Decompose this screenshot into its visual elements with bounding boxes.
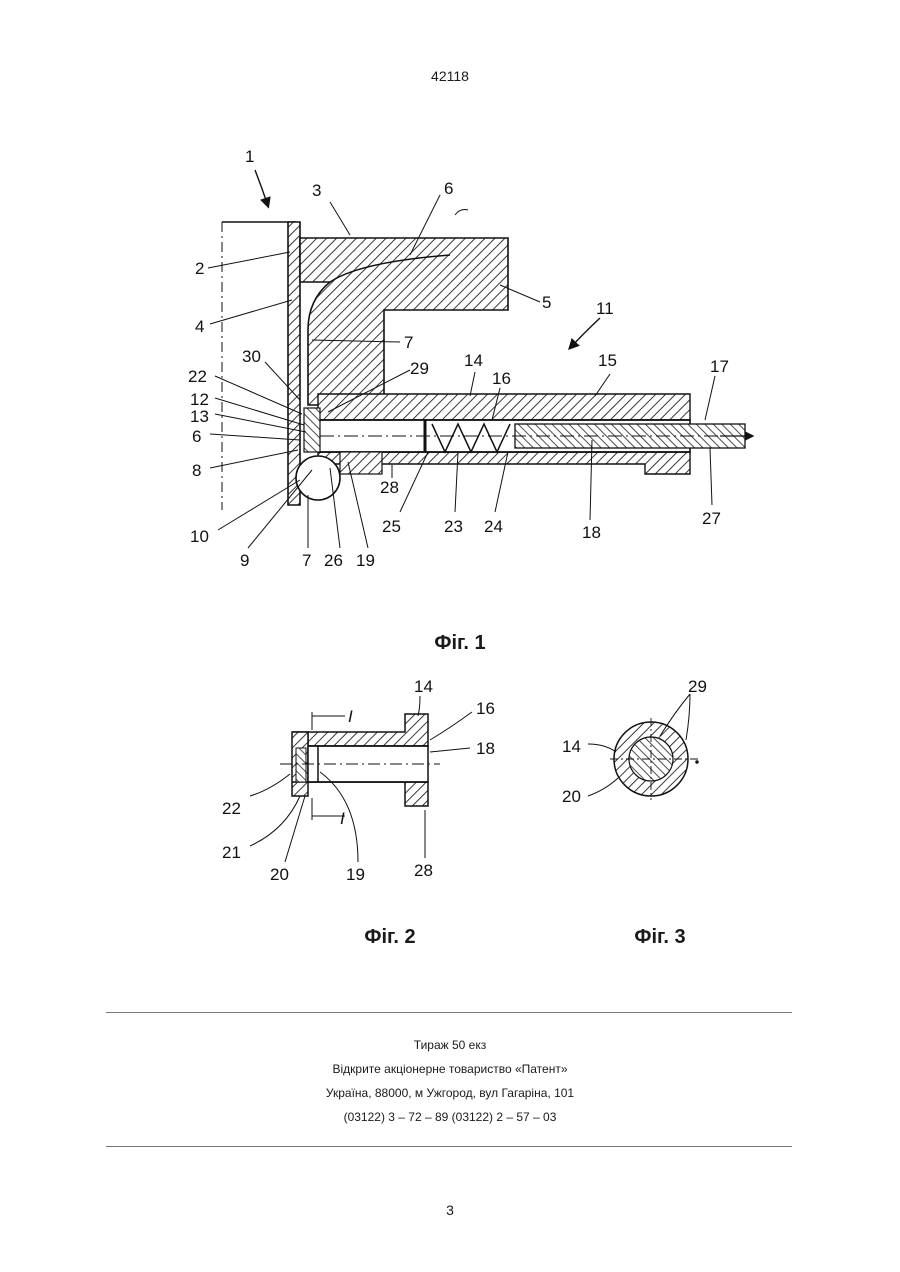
page-number: 3 — [0, 1202, 900, 1218]
fig1-label-18: 18 — [582, 523, 601, 542]
imprint-publisher: Відкрите акціонерне товариство «Патент» — [0, 1057, 900, 1081]
fig2-label-21: 21 — [222, 843, 241, 862]
imprint-phones: (03122) 3 – 72 – 89 (03122) 2 – 57 – 03 — [0, 1105, 900, 1129]
imprint-top-rule — [106, 1012, 792, 1013]
fig1-label-15: 15 — [598, 351, 617, 370]
fig2-label-22: 22 — [222, 799, 241, 818]
fig1-label-7-bottom: 7 — [302, 551, 311, 570]
fig1-label-7-top: 7 — [404, 333, 413, 352]
fig1-label-23: 23 — [444, 517, 463, 536]
imprint-address: Україна, 88000, м Ужгород, вул Гагаріна,… — [0, 1081, 900, 1105]
fig2-label-20: 20 — [270, 865, 289, 884]
fig1-label-8: 8 — [192, 461, 201, 480]
fig2-label-16: 16 — [476, 699, 495, 718]
fig2-section-mark-top: I — [348, 707, 353, 726]
fig2-label-28: 28 — [414, 861, 433, 880]
figure-3-drawing — [588, 694, 700, 800]
figure-2-drawing — [250, 696, 472, 862]
fig2-section-mark-bottom: I — [340, 809, 345, 828]
fig1-label-3: 3 — [312, 181, 321, 200]
figure-3-caption: Фіг. 3 — [600, 926, 720, 949]
fig1-label-10: 10 — [190, 527, 209, 546]
fig2-label-14: 14 — [414, 677, 433, 696]
fig1-label-27: 27 — [702, 509, 721, 528]
fig2-label-18: 18 — [476, 739, 495, 758]
fig1-label-16: 16 — [492, 369, 511, 388]
fig1-label-5: 5 — [542, 293, 551, 312]
fig1-label-2: 2 — [195, 259, 204, 278]
fig1-label-6-left: 6 — [192, 427, 201, 446]
fig1-label-24: 24 — [484, 517, 503, 536]
fig3-label-20: 20 — [562, 787, 581, 806]
fig1-label-30: 30 — [242, 347, 261, 366]
fig1-label-19: 19 — [356, 551, 375, 570]
fig1-label-9: 9 — [240, 551, 249, 570]
fig1-label-1: 1 — [245, 147, 254, 166]
fig3-label-14: 14 — [562, 737, 581, 756]
fig1-label-14: 14 — [464, 351, 483, 370]
fig2-label-19: 19 — [346, 865, 365, 884]
fig1-label-11: 11 — [596, 299, 614, 318]
fig3-label-29: 29 — [688, 677, 707, 696]
fig1-label-28: 28 — [380, 478, 399, 497]
fig1-label-25: 25 — [382, 517, 401, 536]
fig1-label-17: 17 — [710, 357, 729, 376]
fig1-label-26: 26 — [324, 551, 343, 570]
fig1-label-13: 13 — [190, 407, 209, 426]
imprint-bottom-rule — [106, 1146, 792, 1147]
imprint-circulation: Тираж 50 екз — [0, 1033, 900, 1057]
fig1-label-6-top: 6 — [444, 179, 453, 198]
fig1-label-22: 22 — [188, 367, 207, 386]
fig1-label-4: 4 — [195, 317, 204, 336]
figure-2-caption: Фіг. 2 — [330, 926, 450, 949]
fig1-label-29: 29 — [410, 359, 429, 378]
figure-1-caption: Фіг. 1 — [400, 632, 520, 655]
